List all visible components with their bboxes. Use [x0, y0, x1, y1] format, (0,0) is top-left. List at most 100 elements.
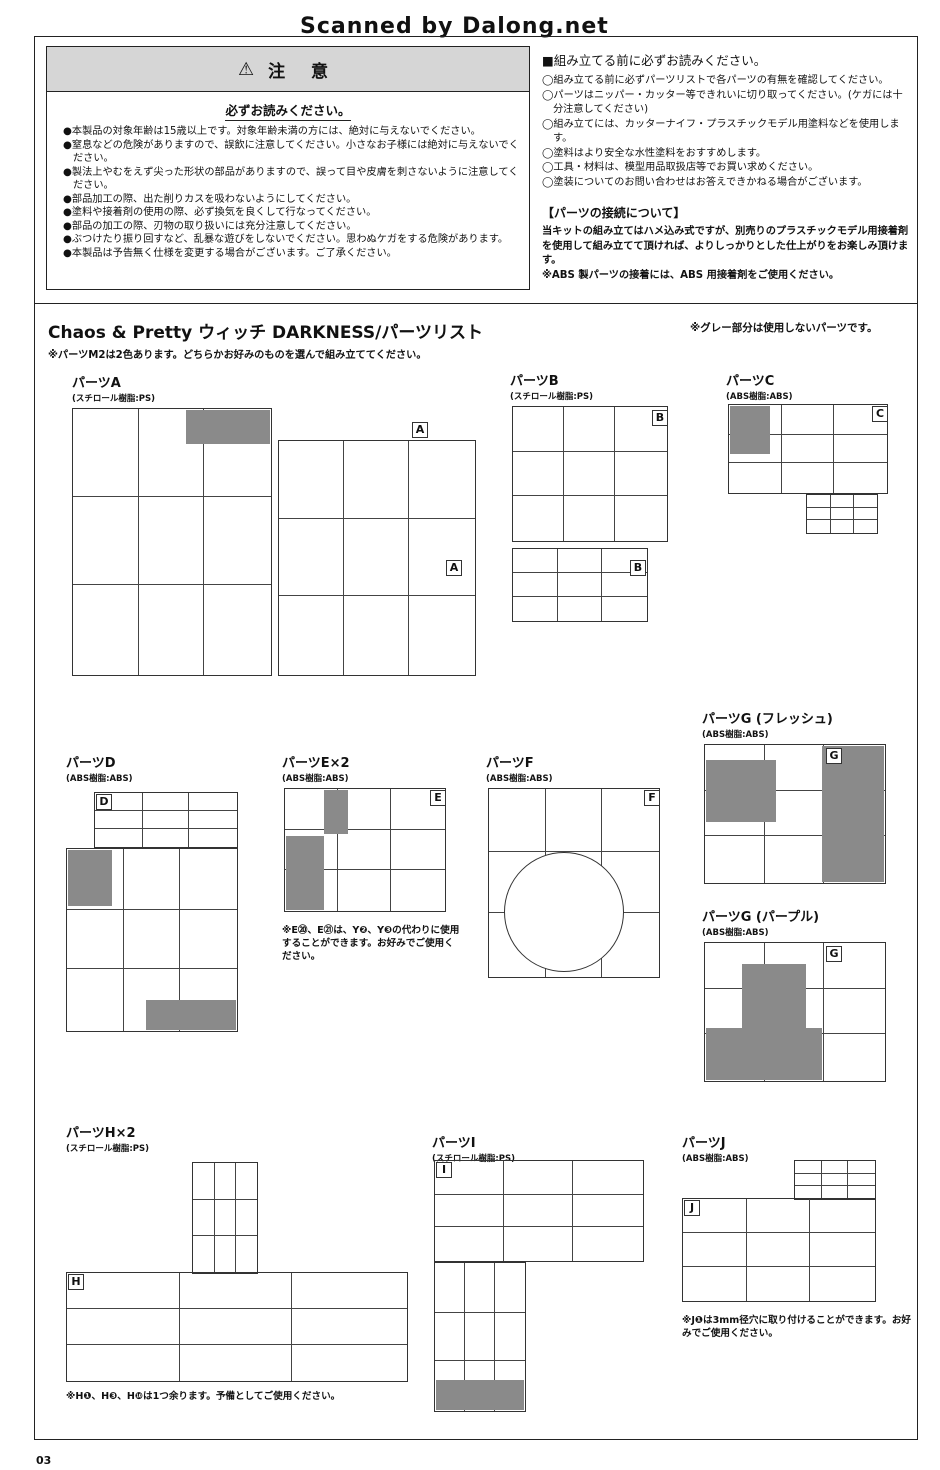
runner-c-ext [806, 494, 878, 534]
parts-j-material: (ABS樹脂:ABS) [682, 1154, 749, 1164]
parts-a-material: (スチロール樹脂:PS) [72, 394, 156, 404]
gray-parts-note: ※グレー部分は使用しないパーツです。 [690, 322, 878, 334]
m2-note: ※パーツM2は2色あります。どちらかお好みのものを選んで組み立ててください。 [48, 350, 427, 361]
page-number: 03 [36, 1454, 52, 1467]
runner-j-tag: J [684, 1200, 700, 1216]
caution-list: ●本製品の対象年齢は15歳以上です。対象年齢未満の方には、絶対に与えないでくださ… [47, 125, 529, 260]
parts-c-material: (ABS樹脂:ABS) [726, 392, 793, 402]
parts-h-label: パーツH×2 (スチロール樹脂:PS) [66, 1122, 149, 1154]
runner-b-top [512, 406, 668, 542]
parts-h-material: (スチロール樹脂:PS) [66, 1144, 150, 1154]
runner-f-tag: F [644, 790, 660, 806]
section-divider [34, 303, 918, 304]
parts-b-label: パーツB (スチロール樹脂:PS) [510, 370, 593, 402]
parts-e-note: ※E⑳、E㉑は、Y❷、Y❸の代わりに使用することができます。お好みでご使用くださ… [282, 925, 460, 962]
parts-i-name: パーツI [432, 1136, 476, 1151]
parts-a-name: パーツA [72, 376, 121, 391]
parts-e-label: パーツE×2 (ABS樹脂:ABS) [282, 752, 350, 784]
parts-i-material: (スチロール樹脂:PS) [432, 1154, 516, 1164]
read-first-title: ■組み立てる前に必ずお読みください。 [542, 53, 767, 68]
parts-list-title: Chaos & Pretty ウィッチ DARKNESS/パーツリスト [48, 323, 484, 343]
runner-d-top [94, 792, 238, 848]
parts-f-name: パーツF [486, 756, 534, 771]
read-first-item: ◯塗装についてのお問い合わせはお答えできかねる場合がございます。 [542, 176, 868, 188]
caution-item: ●本製品の対象年齢は15歳以上です。対象年齢未満の方には、絶対に与えないでくださ… [63, 126, 481, 137]
read-first-item: ◯塗料はより安全な水性塗料をおすすめします。 [542, 147, 767, 159]
connection-text: 当キットの組み立てはハメ込み式ですが、別売りのプラスチックモデル用接着剤を使用し… [542, 226, 909, 266]
parts-e-material: (ABS樹脂:ABS) [282, 774, 349, 784]
parts-j-name: パーツJ [682, 1136, 726, 1151]
connection-section: 【パーツの接続について】 当キットの組み立てはハメ込み式ですが、別売りのプラスチ… [542, 204, 912, 283]
parts-j-label: パーツJ (ABS樹脂:ABS) [682, 1132, 749, 1164]
parts-g-fresh-name: パーツG (フレッシュ) [702, 712, 833, 727]
parts-c-label: パーツC (ABS樹脂:ABS) [726, 370, 793, 402]
caution-item: ●部品加工の際、出た削りカスを吸わないようにしてください。 [63, 193, 357, 205]
runner-j [682, 1198, 876, 1302]
runner-h-tag: H [68, 1274, 84, 1290]
unused-part-region [706, 1028, 822, 1080]
caution-item: ●部品の加工の際、刃物の取り扱いには充分注意してください。 [63, 220, 357, 232]
parts-g-purple-label: パーツG (パープル) (ABS樹脂:ABS) [702, 906, 819, 938]
read-first-item: ◯工具・材料は、模型用品取扱店等でお買い求めください。 [542, 162, 819, 173]
read-first-section: ■組み立てる前に必ずお読みください。 ◯組み立てる前に必ずパーツリストで各パーツ… [542, 50, 912, 283]
watermark: Scanned by Dalong.net [300, 14, 609, 39]
runner-b-tag-2: B [630, 560, 646, 576]
parts-g-fresh-label: パーツG (フレッシュ) (ABS樹脂:ABS) [702, 708, 833, 740]
runner-i-top [434, 1160, 644, 1262]
caution-title: 注 意 [268, 61, 339, 82]
connection-title: 【パーツの接続について】 [542, 206, 686, 220]
parts-b-name: パーツB [510, 374, 559, 389]
caution-header: ⚠ 注 意 [47, 47, 529, 92]
unused-part-region [706, 760, 776, 822]
parts-b-material: (スチロール樹脂:PS) [510, 392, 594, 402]
caution-item: ●塗料や接着剤の使用の際、必ず換気を良くして行なってください。 [63, 207, 377, 218]
unused-part-region [742, 964, 806, 1028]
unused-part-region [186, 410, 270, 444]
caution-item: ●ぶつけたり振り回すなど、乱暴な遊びをしないでください。思わぬケガをする危険があ… [63, 234, 509, 245]
runner-a-tag: A [412, 422, 428, 438]
unused-part-region [822, 746, 884, 882]
runner-a-right [278, 440, 476, 676]
parts-d-name: パーツD [66, 756, 116, 771]
parts-a-label: パーツA (スチロール樹脂:PS) [72, 372, 155, 404]
read-first-item: ◯組み立てる前に必ずパーツリストで各パーツの有無を確認してください。 [542, 75, 889, 86]
read-first-list: ◯組み立てる前に必ずパーツリストで各パーツの有無を確認してください。 ◯パーツは… [542, 74, 912, 190]
unused-part-region [730, 406, 770, 454]
caution-item: ●窒息などの危険がありますので、誤飲に注意してください。小さなお子様には絶対に与… [63, 139, 519, 165]
page-frame [34, 36, 918, 1440]
runner-b-tag: B [652, 410, 668, 426]
parts-g-purple-material: (ABS樹脂:ABS) [702, 928, 769, 938]
parts-h-note: ※H❶、H❸、H❿は1つ余ります。予備としてご使用ください。 [66, 1391, 341, 1402]
unused-part-region [286, 836, 324, 910]
unused-part-region [146, 1000, 236, 1030]
warning-icon: ⚠ [237, 58, 255, 80]
parts-i-label: パーツI (スチロール樹脂:PS) [432, 1132, 515, 1164]
runner-j-top [794, 1160, 876, 1200]
runner-a-left [72, 408, 272, 676]
caution-box: ⚠ 注 意 必ずお読みください。 ●本製品の対象年齢は15歳以上です。対象年齢未… [46, 46, 530, 290]
parts-f-material: (ABS樹脂:ABS) [486, 774, 553, 784]
read-first-item: ◯組み立てには、カッターナイフ・プラスチックモデル用塗料などを使用します。 [542, 118, 900, 145]
runner-d-tag: D [96, 794, 112, 810]
runner-i-tag: I [436, 1162, 452, 1178]
parts-e-name: パーツE×2 [282, 756, 350, 771]
parts-g-fresh-material: (ABS樹脂:ABS) [702, 730, 769, 740]
runner-a-tag-2: A [446, 560, 462, 576]
unused-part-region [436, 1380, 524, 1410]
runner-h-top [192, 1162, 258, 1274]
parts-h-name: パーツH×2 [66, 1126, 136, 1141]
connection-note: ※ABS 製パーツの接着には、ABS 用接着剤をご使用ください。 [542, 269, 840, 281]
parts-g-purple-name: パーツG (パープル) [702, 910, 820, 925]
runner-b-bottom [512, 548, 648, 622]
runner-h [66, 1272, 408, 1382]
caution-item: ●本製品は予告無く仕様を変更する場合がございます。ご了承ください。 [63, 247, 397, 259]
parts-d-label: パーツD (ABS樹脂:ABS) [66, 752, 133, 784]
parts-j-note: ※J❶は3mm径穴に取り付けることができます。お好みでご使用ください。 [682, 1315, 912, 1339]
runner-g2-tag: G [826, 946, 842, 962]
runner-c-tag: C [872, 406, 888, 422]
read-first-item: ◯パーツはニッパー・カッター等できれいに切り取ってください。(ケガには十分注意し… [542, 89, 903, 116]
unused-part-region [68, 850, 112, 906]
parts-f-label: パーツF (ABS樹脂:ABS) [486, 752, 553, 784]
parts-d-material: (ABS樹脂:ABS) [66, 774, 133, 784]
runner-g-tag: G [826, 748, 842, 764]
